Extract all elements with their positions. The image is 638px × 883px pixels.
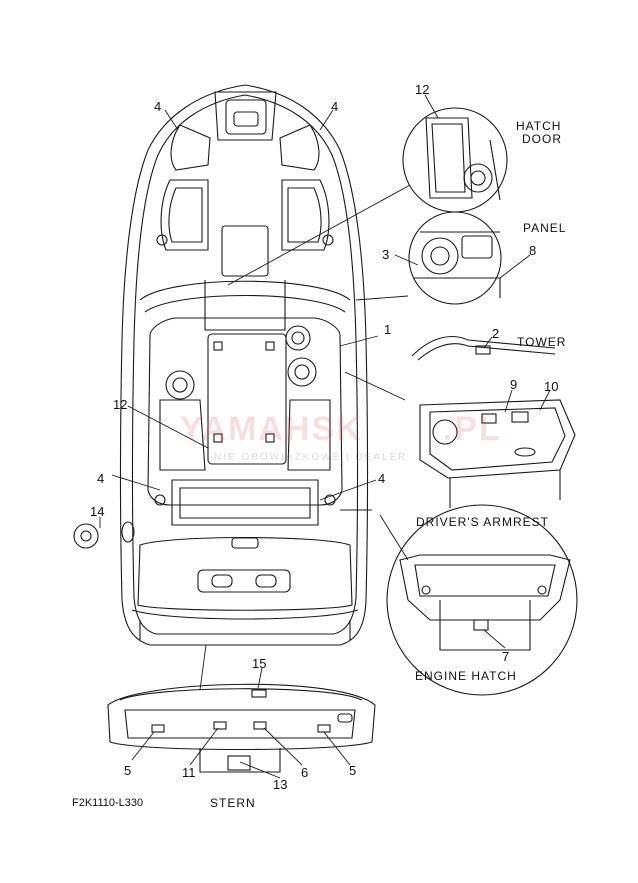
callout-4-top-right: 4: [331, 99, 339, 114]
callout-2: 2: [492, 326, 500, 341]
callout-8: 8: [529, 243, 537, 258]
boat-hull: [119, 84, 369, 646]
stern-detail: [107, 683, 376, 773]
engine-hatch-detail: [386, 504, 578, 696]
leader-lines: [99, 94, 551, 779]
caption-panel: PANEL: [523, 221, 567, 235]
drivers-armrest-detail: [419, 399, 576, 508]
callout-10: 10: [544, 379, 559, 394]
callout-4-mid-left: 4: [97, 471, 105, 486]
callout-9: 9: [510, 377, 518, 392]
caption-tower: TOWER: [517, 335, 567, 349]
callout-11: 11: [182, 765, 196, 780]
caption-engine-hatch: ENGINE HATCH: [415, 669, 517, 683]
part-14-detail: [73, 521, 135, 549]
callout-15: 15: [252, 656, 267, 671]
callout-4-top-left: 4: [154, 99, 162, 114]
callout-1: 1: [384, 322, 392, 337]
caption-stern: STERN: [210, 796, 256, 810]
caption-hatch-door-line1: HATCH: [516, 119, 562, 133]
callout-14: 14: [90, 504, 105, 519]
caption-hatch-door-line2: DOOR: [522, 132, 562, 146]
callout-5-right: 5: [349, 763, 357, 778]
callout-13: 13: [273, 777, 288, 792]
watermark-logo: YAMAHSK.PL: [180, 410, 502, 448]
callout-12-top: 12: [415, 82, 430, 97]
callout-12-mid: 12: [113, 397, 128, 412]
caption-drivers-armrest: DRIVER'S ARMREST: [416, 515, 549, 529]
callout-7: 7: [502, 649, 510, 664]
callout-5-left: 5: [124, 763, 132, 778]
callout-3: 3: [382, 247, 390, 262]
callout-4-mid-right: 4: [378, 471, 386, 486]
watermark-subtext: NIE OBOWIĄZKOWE | DEALER: [214, 452, 408, 463]
callout-6: 6: [301, 765, 309, 780]
diagram-code: F2K1110-L330: [72, 797, 144, 809]
tower-detail: [411, 336, 556, 361]
hatch-door-detail: [402, 107, 508, 213]
panel-detail: [408, 211, 502, 305]
